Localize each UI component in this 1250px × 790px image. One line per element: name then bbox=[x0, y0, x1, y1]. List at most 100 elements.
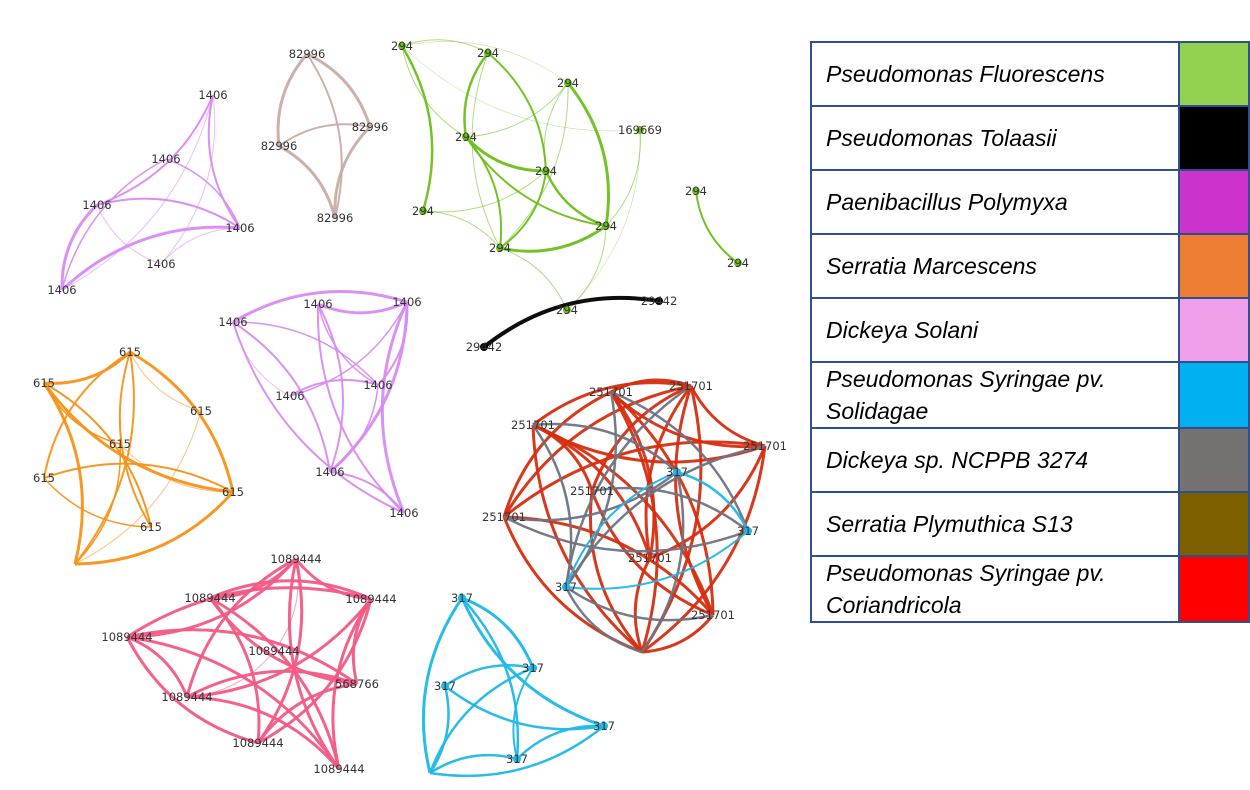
legend-row: Dickeya Solani bbox=[810, 297, 1250, 363]
node-label: 317 bbox=[434, 679, 456, 693]
network-edge bbox=[531, 424, 643, 654]
network-edge bbox=[208, 596, 261, 744]
network-edge bbox=[689, 385, 766, 448]
node-label: 251701 bbox=[511, 418, 555, 432]
node-label: 1089444 bbox=[313, 762, 364, 776]
network-node bbox=[462, 133, 470, 141]
network-edge bbox=[126, 586, 372, 639]
network-edge bbox=[590, 384, 692, 492]
network-edge bbox=[503, 440, 766, 519]
network-edge bbox=[401, 39, 489, 54]
network-edge bbox=[256, 682, 358, 744]
legend-species-name: Pseudomonas Tolaasii bbox=[810, 105, 1180, 171]
network-edge bbox=[482, 295, 660, 349]
legend-color-swatch bbox=[1177, 361, 1250, 429]
node-label: 29442 bbox=[466, 340, 503, 354]
network-edge bbox=[463, 52, 489, 138]
network-edge bbox=[129, 351, 202, 412]
network-edge bbox=[207, 94, 241, 229]
node-label: 169669 bbox=[618, 123, 662, 137]
network-edge bbox=[516, 724, 605, 760]
network-edge bbox=[499, 247, 568, 311]
legend-row: Paenibacillus Polymyxa bbox=[810, 169, 1250, 235]
node-label: 1089444 bbox=[101, 630, 152, 644]
network-node bbox=[419, 207, 427, 215]
node-label: 1406 bbox=[82, 198, 111, 212]
network-edge bbox=[421, 597, 464, 774]
network-edge bbox=[43, 462, 234, 493]
legend-color-swatch bbox=[1177, 105, 1250, 171]
network-edge bbox=[74, 491, 235, 566]
network-node bbox=[655, 297, 663, 305]
network-edge bbox=[257, 598, 373, 745]
network-edge bbox=[695, 190, 739, 264]
node-label: 317 bbox=[555, 580, 577, 594]
legend-color-swatch bbox=[1177, 297, 1250, 363]
network-edge bbox=[165, 158, 241, 229]
network-edge bbox=[118, 351, 152, 528]
network-edge bbox=[512, 667, 534, 760]
node-label: 82996 bbox=[261, 139, 298, 153]
network-edge bbox=[465, 136, 607, 227]
node-label: 1406 bbox=[218, 315, 247, 329]
legend-color-swatch bbox=[1177, 427, 1250, 493]
network-edge bbox=[565, 585, 714, 622]
network-edge bbox=[60, 225, 241, 292]
node-label: 1406 bbox=[225, 221, 254, 235]
node-label: 615 bbox=[222, 485, 244, 499]
node-label: 317 bbox=[451, 591, 473, 605]
network-edge bbox=[43, 382, 121, 445]
network-edge bbox=[564, 586, 643, 654]
legend-row: Pseudomonas Syringae pv. Solidagae bbox=[810, 361, 1250, 429]
network-edge bbox=[641, 445, 767, 654]
network-edge bbox=[676, 470, 750, 532]
network-edge bbox=[460, 597, 605, 728]
network-node bbox=[398, 42, 406, 50]
network-edge bbox=[564, 444, 766, 588]
legend-row: Serratia Marcescens bbox=[810, 233, 1250, 299]
node-label: 294 bbox=[391, 39, 413, 53]
network-edge bbox=[273, 558, 299, 652]
network-edge bbox=[119, 443, 234, 493]
network-edge bbox=[186, 650, 275, 698]
network-edge bbox=[564, 384, 692, 588]
network-edge bbox=[126, 558, 298, 639]
network-edge bbox=[43, 477, 152, 528]
network-edge bbox=[644, 385, 693, 559]
legend-row: Serratia Plymuthica S13 bbox=[810, 491, 1250, 557]
network-edge bbox=[401, 45, 641, 132]
network-edge bbox=[61, 94, 214, 291]
node-label: 251701 bbox=[669, 379, 713, 393]
node-label: 1089444 bbox=[232, 736, 283, 750]
network-edge bbox=[465, 82, 569, 138]
legend-color-swatch bbox=[1177, 41, 1250, 107]
network-edge bbox=[232, 321, 379, 386]
node-label: 1406 bbox=[146, 257, 175, 271]
legend-row: Dickeya sp. NCPPB 3274 bbox=[810, 427, 1250, 493]
network-edge bbox=[329, 384, 379, 473]
network-node bbox=[562, 583, 570, 591]
network-edge bbox=[531, 424, 573, 588]
network-edge bbox=[209, 596, 341, 770]
network-edge bbox=[160, 94, 216, 265]
network-edge bbox=[674, 385, 715, 616]
legend-color-swatch bbox=[1177, 233, 1250, 299]
node-label: 317 bbox=[737, 524, 759, 538]
node-label: 29442 bbox=[641, 294, 678, 308]
legend-species-name: Dickeya sp. NCPPB 3274 bbox=[810, 427, 1180, 493]
network-edge bbox=[289, 379, 379, 397]
network-edge bbox=[428, 666, 534, 774]
network-edge bbox=[532, 423, 594, 492]
node-label: 317 bbox=[666, 465, 688, 479]
node-label: 1406 bbox=[47, 283, 76, 297]
network-edge bbox=[422, 210, 501, 249]
network-edge bbox=[74, 410, 202, 565]
network-edge bbox=[532, 422, 678, 473]
legend-species-name: Serratia Marcescens bbox=[810, 233, 1180, 299]
node-label: 615 bbox=[119, 345, 141, 359]
network-edge bbox=[126, 635, 341, 770]
network-edge bbox=[43, 350, 132, 385]
network-edge bbox=[499, 224, 607, 253]
network-edge bbox=[256, 558, 304, 744]
node-label: 294 bbox=[557, 76, 579, 90]
